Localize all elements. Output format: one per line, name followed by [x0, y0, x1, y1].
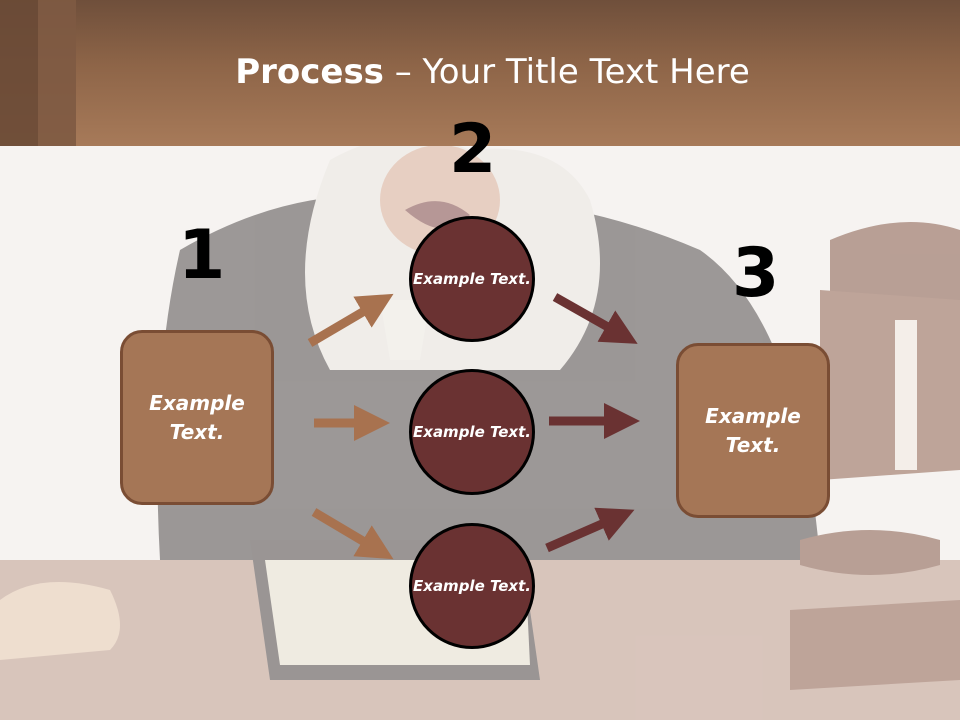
arrow-to-circle-top	[307, 293, 394, 347]
step-number-3: 3	[732, 234, 780, 313]
title-bar: Process – Your Title Text Here	[0, 0, 960, 146]
arrow-from-circle-top	[552, 293, 638, 344]
step-circle-middle-text: Example Text.	[413, 422, 531, 441]
header-accent-band	[0, 0, 38, 146]
title-bold: Process	[235, 52, 384, 92]
header-accent-band	[38, 0, 76, 146]
step-number-1: 1	[178, 216, 226, 295]
step-circle-top-text: Example Text.	[413, 269, 531, 288]
title-rest: – Your Title Text Here	[383, 52, 750, 92]
arrow-from-circle-bottom	[545, 507, 635, 553]
step-box-right-text: Example Text.	[705, 403, 801, 457]
step-number-2: 2	[449, 110, 497, 189]
step-circle-middle[interactable]: Example Text.	[409, 369, 535, 495]
slide-title: Process – Your Title Text Here	[0, 52, 960, 92]
step-box-left-text: Example Text.	[149, 390, 245, 444]
step-circle-bottom-text: Example Text.	[413, 576, 531, 595]
step-box-left[interactable]: Example Text.	[120, 330, 274, 505]
step-circle-bottom[interactable]: Example Text.	[409, 523, 535, 649]
arrow-to-circle-bottom	[311, 508, 394, 560]
step-circle-top[interactable]: Example Text.	[409, 216, 535, 342]
step-box-right[interactable]: Example Text.	[676, 343, 830, 518]
